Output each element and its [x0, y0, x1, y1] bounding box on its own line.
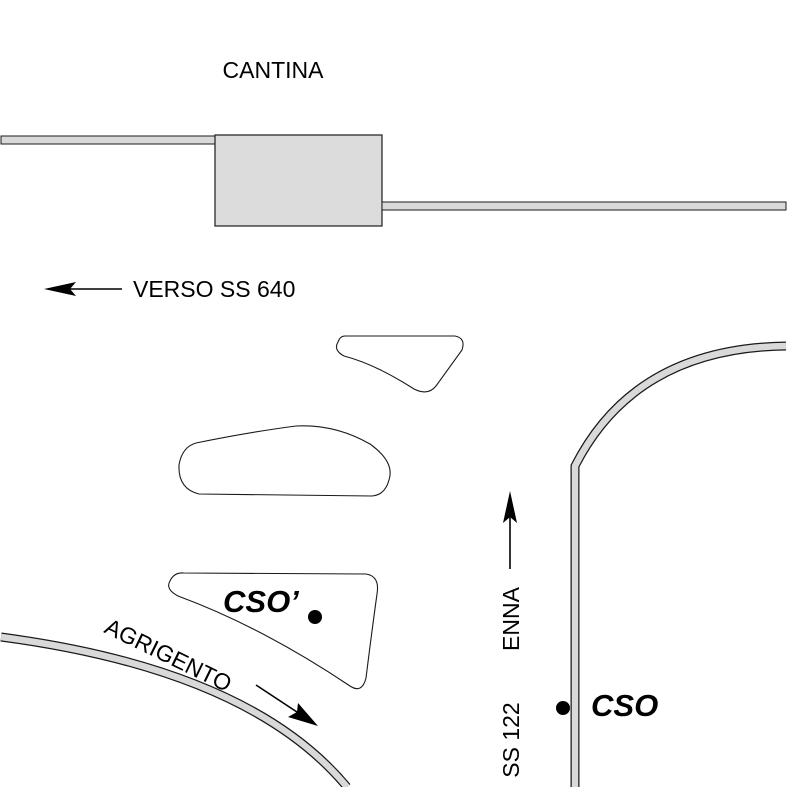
point-marker-icon	[556, 701, 570, 715]
point-marker-icon	[308, 610, 322, 624]
label-cantina: CANTINA	[223, 57, 325, 83]
arrow-down-right-icon	[255, 684, 318, 726]
cantina-building	[214, 134, 383, 227]
arrow-up-icon	[503, 491, 517, 569]
traffic-island-middle	[178, 425, 391, 497]
arrow-left-icon	[44, 282, 122, 296]
label-ss122: SS 122	[498, 702, 524, 777]
road-top-left	[0, 135, 218, 145]
label-cso-prime: CSO’	[223, 584, 299, 619]
label-agrigento: AGRIGENTO	[101, 613, 236, 697]
road-top-right	[381, 201, 787, 211]
label-cso: CSO	[591, 688, 658, 723]
label-enna: ENNA	[498, 586, 524, 651]
traffic-island-top	[335, 335, 464, 393]
traffic-island-bottom	[168, 572, 379, 690]
label-verso-ss640: VERSO SS 640	[133, 276, 295, 302]
